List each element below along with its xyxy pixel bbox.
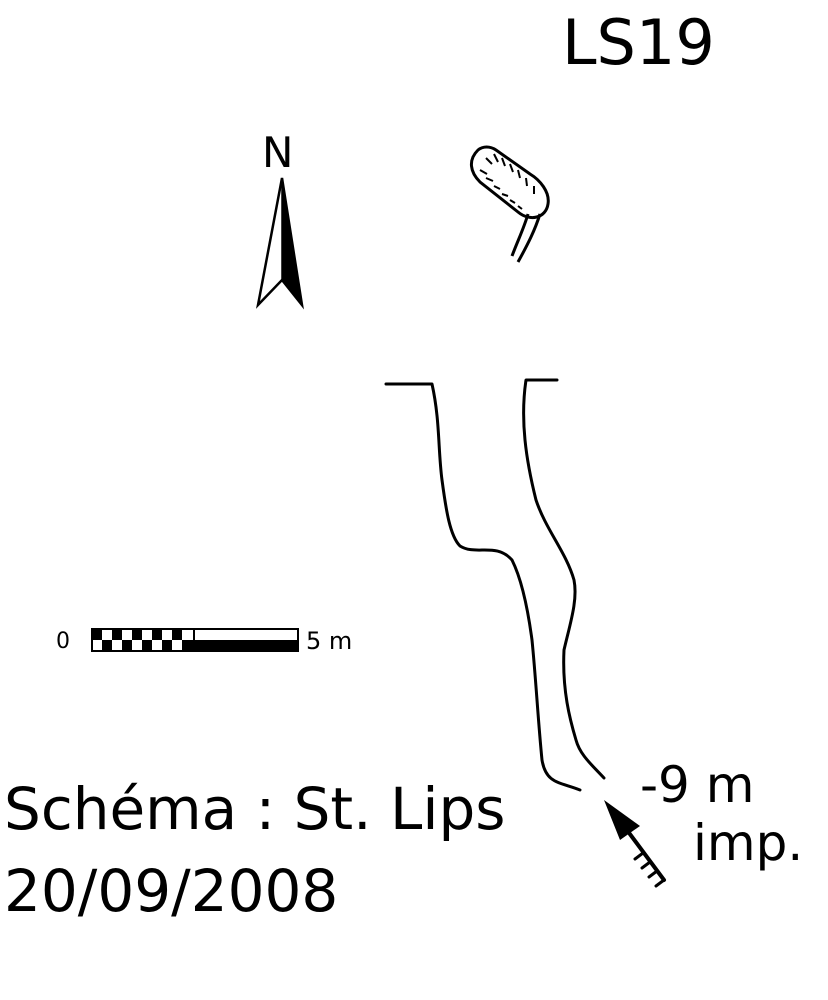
scale-start-label: 0 (56, 629, 70, 654)
scale-bar (91, 628, 299, 652)
sinkhole-symbol (470, 145, 550, 263)
depth-value: -9 m (640, 756, 755, 814)
cave-passage (384, 378, 606, 792)
impassable-arrow-icon (604, 800, 666, 888)
north-label: N (262, 128, 294, 177)
depth-note: imp. (693, 814, 804, 872)
passage-right-wall (522, 378, 606, 780)
survey-date: 20/09/2008 (4, 857, 339, 925)
author-credit: Schéma : St. Lips (4, 775, 506, 843)
cave-id-title: LS19 (562, 6, 715, 79)
passage-left-wall (384, 382, 582, 792)
scale-end-label: 5 m (306, 627, 353, 655)
north-arrow-icon (255, 177, 304, 310)
